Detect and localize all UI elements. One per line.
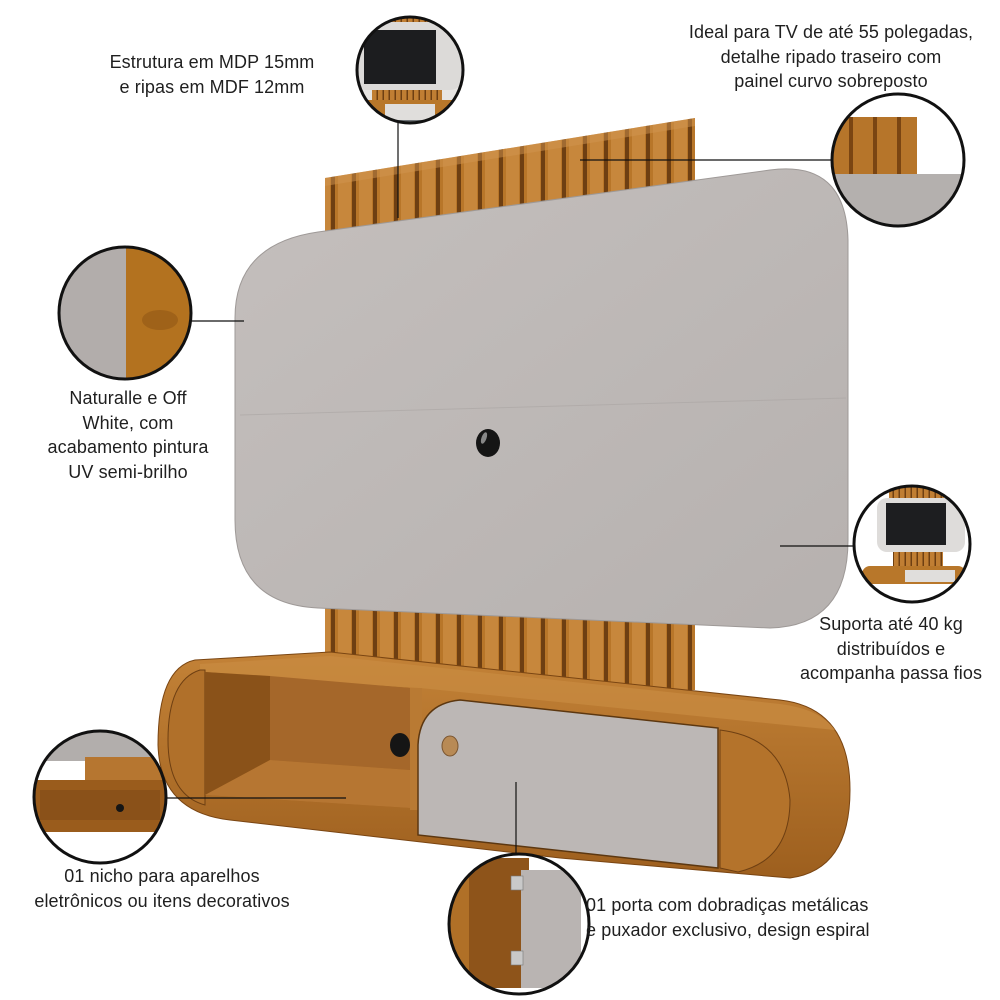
callout-finish: Naturalle e Off White, com acabamento pi…	[47, 388, 209, 482]
callout-leader-lines	[166, 123, 854, 854]
inset-niche-detail	[32, 729, 168, 865]
open-niche	[205, 672, 410, 808]
inset-full-set-right	[852, 484, 972, 604]
floating-rack	[157, 651, 851, 879]
inset-full-set-top	[355, 15, 465, 125]
curved-tv-panel	[234, 168, 849, 629]
callout-structure: Estrutura em MDP 15mm e ripas em MDF 12m…	[109, 52, 315, 97]
inset-hinge-detail	[447, 852, 591, 996]
callout-niche: 01 nicho para aparelhos eletrônicos ou i…	[34, 866, 290, 911]
inset-color-swatch	[57, 245, 193, 381]
callout-door: 01 porta com dobradiças metálicas e puxa…	[586, 895, 870, 940]
callout-tv-size: Ideal para TV de até 55 polegadas, detal…	[688, 22, 974, 91]
inset-slats-detail	[830, 92, 966, 228]
cable-hole-icon	[390, 733, 410, 757]
spiral-knob-icon	[441, 735, 459, 757]
rack-door	[417, 699, 719, 869]
callout-load-capacity: Suporta até 40 kg distribuídos e acompan…	[799, 614, 983, 683]
cable-pass-through-icon	[476, 429, 500, 457]
